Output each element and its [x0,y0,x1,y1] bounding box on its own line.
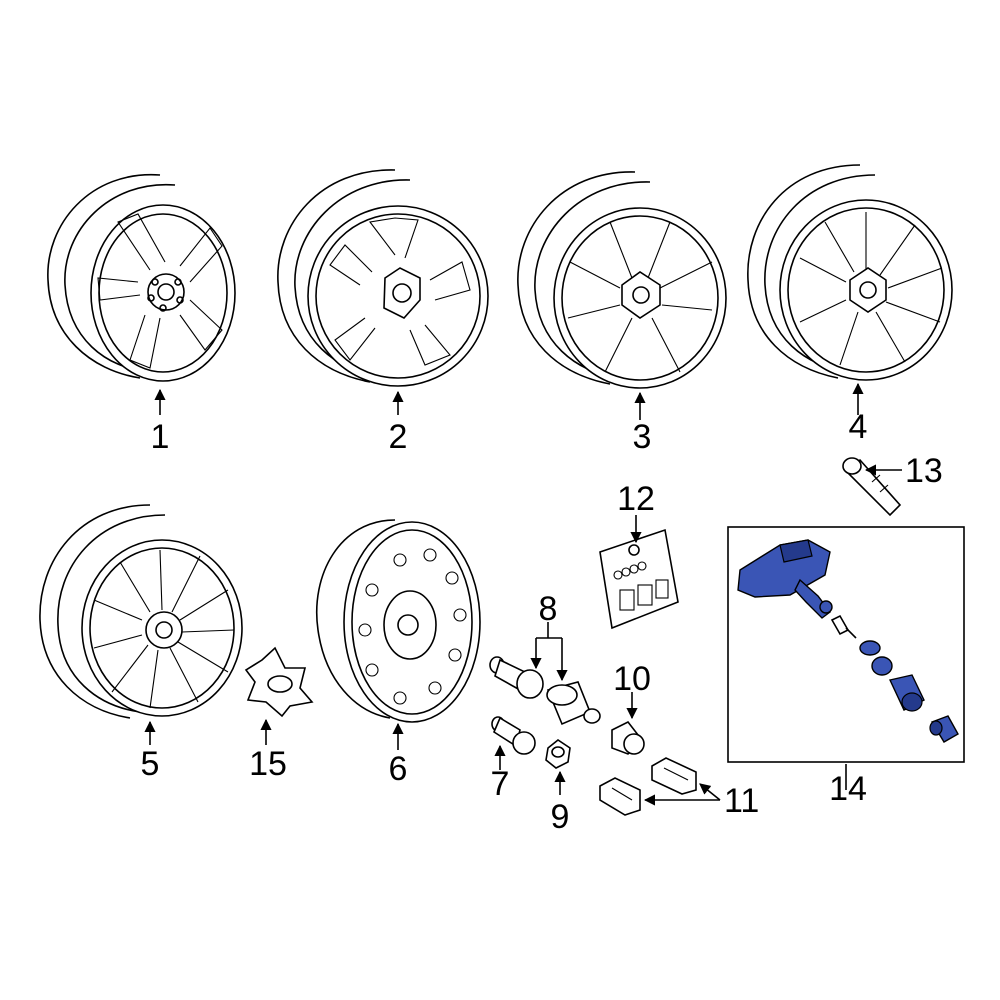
callout-13: 13 [905,452,943,490]
callout-11: 11 [724,782,759,820]
steel-wheel-6[interactable] [316,519,481,723]
balance-weight-11a[interactable] [599,777,641,816]
tpms-sensor-14[interactable] [737,539,959,743]
callout-4: 4 [849,408,868,446]
callout-12: 12 [617,480,655,518]
lug-nut-9[interactable] [545,739,571,769]
callout-15: 15 [249,745,287,783]
lock-bolt-8[interactable] [489,656,544,699]
lug-bolt-7[interactable] [491,716,536,755]
wheel-2[interactable] [277,169,489,387]
tpms-frame [727,526,965,763]
wheel-1[interactable] [47,173,236,382]
decal-kit-12[interactable] [599,528,679,630]
callout-14: 14 [829,770,867,808]
callout-6: 6 [389,750,408,788]
center-cap-15[interactable] [244,646,314,718]
callout-bracket-8 [530,622,568,682]
callout-9: 9 [551,798,570,836]
lug-cover-10[interactable] [611,720,645,755]
wheel-4[interactable] [747,164,953,381]
callout-8: 8 [539,590,558,628]
callout-3: 3 [633,418,652,456]
callout-5: 5 [141,745,160,783]
balance-weight-11b[interactable] [651,757,697,795]
callout-2: 2 [389,418,408,456]
wheel-5[interactable] [39,504,243,719]
wheel-3[interactable] [517,171,727,389]
callout-arrow-11b [699,783,721,801]
valve-stem-13[interactable] [842,457,902,517]
callout-10: 10 [613,660,651,698]
lock-key-8[interactable] [546,681,601,726]
callout-1: 1 [151,418,170,456]
callout-7: 7 [491,765,510,803]
